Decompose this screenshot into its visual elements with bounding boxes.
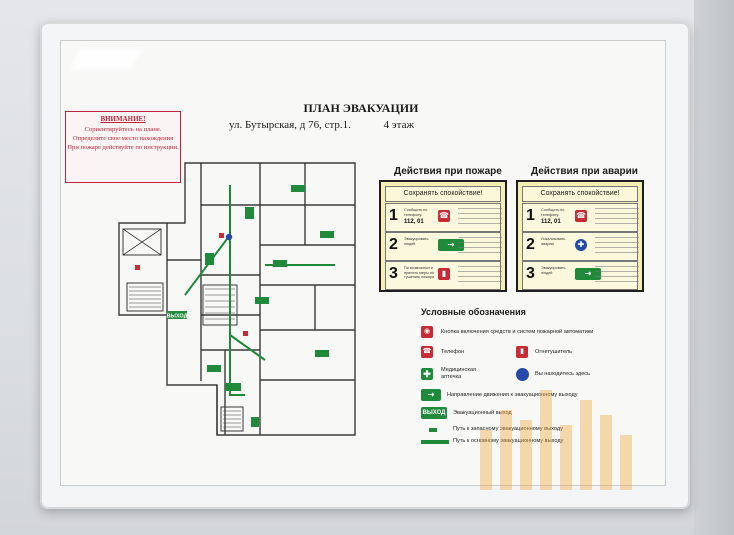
warning-line-3: При пожаре действуйте по инструкции. xyxy=(67,144,179,152)
backup-route-dash-icon xyxy=(429,428,437,432)
valve-icon: ✚ xyxy=(575,239,587,251)
fire-step-2-num: 2 xyxy=(389,236,398,253)
phone-icon: ☎ xyxy=(438,210,450,222)
warning-line-2: Определите свое место нахождения xyxy=(72,135,174,143)
fire-step-3-text: По возможности принять меры по тушению п… xyxy=(404,266,434,280)
legend-first-aid: Медицинская аптечка xyxy=(441,367,477,381)
plan-subtitle: ул. Бутырская, д 76, стр.1. 4 этаж xyxy=(229,119,414,131)
fire-button-icon: ◉ xyxy=(421,326,433,338)
plan-title: ПЛАН ЭВАКУАЦИИ xyxy=(303,101,419,115)
accident-step-2-num: 2 xyxy=(526,236,535,253)
you-are-here-marker xyxy=(225,233,233,241)
warning-box: ВНИМАНИЕ! Сориентируйтесь на плане. Опре… xyxy=(65,111,181,183)
warning-title: ВНИМАНИЕ! xyxy=(100,115,146,123)
you-are-here-icon xyxy=(516,368,529,381)
evacuation-exit-icon: ⇢ xyxy=(438,239,464,251)
fire-step-3-num: 3 xyxy=(389,265,398,282)
fire-step-3: 3 По возможности принять меры по тушению… xyxy=(385,261,502,290)
legend-main-route: Путь к основному эвакуационному выходу xyxy=(453,438,564,444)
legend-phone: Телефон xyxy=(441,349,465,355)
first-aid-icon: ✚ xyxy=(421,368,433,380)
fire-actions-panel: Сохранять спокойствие! 1 Сообщить по тел… xyxy=(379,180,507,292)
watermark-logo xyxy=(480,380,650,490)
main-route-line-icon xyxy=(421,440,449,444)
wall xyxy=(694,0,734,535)
accident-step-3-text: Эвакуировать людей xyxy=(541,266,566,275)
fire-step-1: 1 Сообщить по телефону: 112, 01 ☎ xyxy=(385,203,502,232)
extinguisher-icon: ▮ xyxy=(516,346,528,358)
accident-actions-heading: Действия при аварии xyxy=(531,166,638,177)
warning-line-1: Сориентируйтесь на плане. xyxy=(84,126,162,134)
light-reflection xyxy=(70,49,142,69)
legend-backup-route: Путь к запасному эвакуационному выходу xyxy=(453,426,563,432)
fire-calm: Сохранять спокойствие! xyxy=(385,186,501,202)
fire-step-2-text: Эвакуировать людей xyxy=(404,237,429,246)
fire-actions-heading: Действия при пожаре xyxy=(394,166,502,177)
fire-step-1-text: Сообщить по телефону: xyxy=(404,208,428,217)
exit-sign-icon: ВЫХОД xyxy=(421,407,447,419)
evacuation-exit-icon: ⇢ xyxy=(575,268,601,280)
legend-title: Условные обозначения xyxy=(421,307,526,317)
picture-frame: ВНИМАНИЕ! Сориентируйтесь на плане. Опре… xyxy=(40,22,690,509)
address: ул. Бутырская, д 76, стр.1. xyxy=(229,119,351,131)
extinguisher-icon: ▮ xyxy=(438,268,450,280)
accident-step-3-num: 3 xyxy=(526,265,535,282)
accident-step-1-phone: 112, 01 xyxy=(541,219,561,225)
accident-actions-panel: Сохранять спокойствие! 1 Сообщить по тел… xyxy=(516,180,644,292)
accident-step-2: 2 Локализовать аварию ✚ xyxy=(522,232,639,261)
legend-you-are-here: Вы находитесь здесь xyxy=(535,371,591,377)
direction-arrow-icon: ⇢ xyxy=(421,389,441,401)
legend-direction: Направление движения к эвакуационному вы… xyxy=(447,392,578,398)
accident-step-3: 3 Эвакуировать людей ⇢ xyxy=(522,261,639,290)
phone-icon: ☎ xyxy=(575,210,587,222)
accident-step-1: 1 Сообщить по телефону: 112, 01 ☎ xyxy=(522,203,639,232)
fire-step-2: 2 Эвакуировать людей ⇢ xyxy=(385,232,502,261)
legend-fire-button: Кнопка включения средств и систем пожарн… xyxy=(441,329,594,335)
accident-calm: Сохранять спокойствие! xyxy=(522,186,638,202)
evacuation-plan-sheet: ВНИМАНИЕ! Сориентируйтесь на плане. Опре… xyxy=(60,40,666,486)
fire-step-1-phone: 112, 01 xyxy=(404,219,424,225)
accident-step-1-num: 1 xyxy=(526,207,535,224)
legend-extinguisher: Огнетушитель xyxy=(535,349,573,355)
plan-exit-label: ВЫХОД xyxy=(166,314,187,320)
floor-label: 4 этаж xyxy=(383,119,415,131)
legend-exit: Эвакуационный выход xyxy=(453,410,512,416)
fire-step-1-num: 1 xyxy=(389,207,398,224)
floor-plan: ВЫХОД xyxy=(118,162,356,436)
accident-step-1-text: Сообщить по телефону: xyxy=(541,208,565,217)
accident-step-2-text: Локализовать аварию xyxy=(541,237,566,246)
phone-icon: ☎ xyxy=(421,346,433,358)
